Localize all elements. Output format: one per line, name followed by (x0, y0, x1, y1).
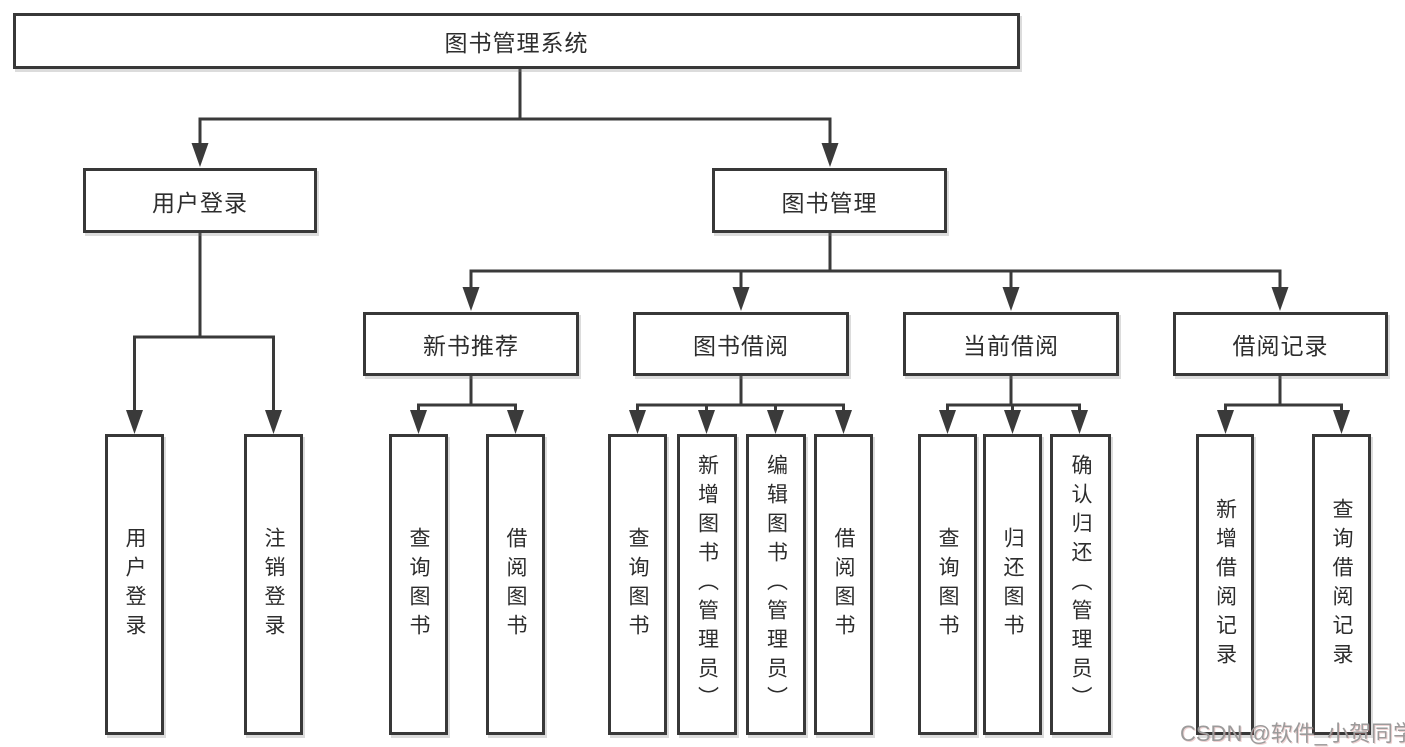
node-user-login: 用户登录 (83, 168, 317, 233)
leaf-user-login-label: 用户登录 (123, 526, 146, 643)
leaf-user-login: 用户登录 (105, 434, 164, 735)
leaf-query-borrow-record-label: 查询借阅记录 (1330, 497, 1353, 672)
leaf-edit-book-admin-label: 编辑图书（管理员） (764, 454, 788, 715)
leaf-logout: 注销登录 (244, 434, 303, 735)
leaf-add-borrow-record: 新增借阅记录 (1196, 434, 1254, 735)
leaf-confirm-return-admin-label: 确认归还（管理员） (1069, 454, 1092, 715)
node-new-book-recommend: 新书推荐 (363, 312, 579, 376)
node-library-management-system: 图书管理系统 (13, 13, 1020, 69)
node-current-borrow: 当前借阅 (903, 312, 1119, 376)
leaf-query-books-borrow: 查询图书 (608, 434, 667, 735)
leaf-query-books-current-label: 查询图书 (936, 526, 959, 643)
node-library-management-system-label: 图书管理系统 (444, 30, 589, 56)
leaf-borrow-books-label: 借阅图书 (832, 526, 855, 643)
leaf-query-books-recommend-label: 查询图书 (407, 526, 430, 643)
leaf-query-books-borrow-label: 查询图书 (626, 526, 649, 643)
leaf-query-books-recommend: 查询图书 (389, 434, 448, 735)
leaf-add-book-admin-label: 新增图书（管理员） (695, 454, 719, 715)
leaf-edit-book-admin: 编辑图书（管理员） (746, 434, 806, 735)
node-user-login-label: 用户登录 (152, 189, 248, 216)
leaf-confirm-return-admin: 确认归还（管理员） (1050, 434, 1111, 735)
leaf-query-books-current: 查询图书 (918, 434, 977, 735)
node-current-borrow-label: 当前借阅 (963, 333, 1059, 359)
leaf-borrow-books: 借阅图书 (814, 434, 873, 735)
leaf-add-borrow-record-label: 新增借阅记录 (1213, 497, 1237, 672)
leaf-borrow-books-recommend: 借阅图书 (486, 434, 545, 735)
node-borrow-record: 借阅记录 (1173, 312, 1388, 376)
leaf-return-book-label: 归还图书 (1001, 526, 1024, 643)
leaf-borrow-books-recommend-label: 借阅图书 (504, 526, 527, 643)
leaf-logout-label: 注销登录 (262, 526, 285, 643)
node-borrow-record-label: 借阅记录 (1232, 333, 1329, 359)
leaf-return-book: 归还图书 (983, 434, 1042, 735)
node-book-management: 图书管理 (712, 168, 947, 233)
node-book-management-label: 图书管理 (781, 189, 878, 216)
node-book-borrow-label: 图书借阅 (693, 333, 789, 359)
leaf-query-borrow-record: 查询借阅记录 (1312, 434, 1371, 735)
node-new-book-recommend-label: 新书推荐 (423, 333, 519, 359)
watermark: CSDN @软件_小贺同学 (1180, 721, 1405, 746)
node-book-borrow: 图书借阅 (633, 312, 849, 376)
leaf-add-book-admin: 新增图书（管理员） (677, 434, 737, 735)
